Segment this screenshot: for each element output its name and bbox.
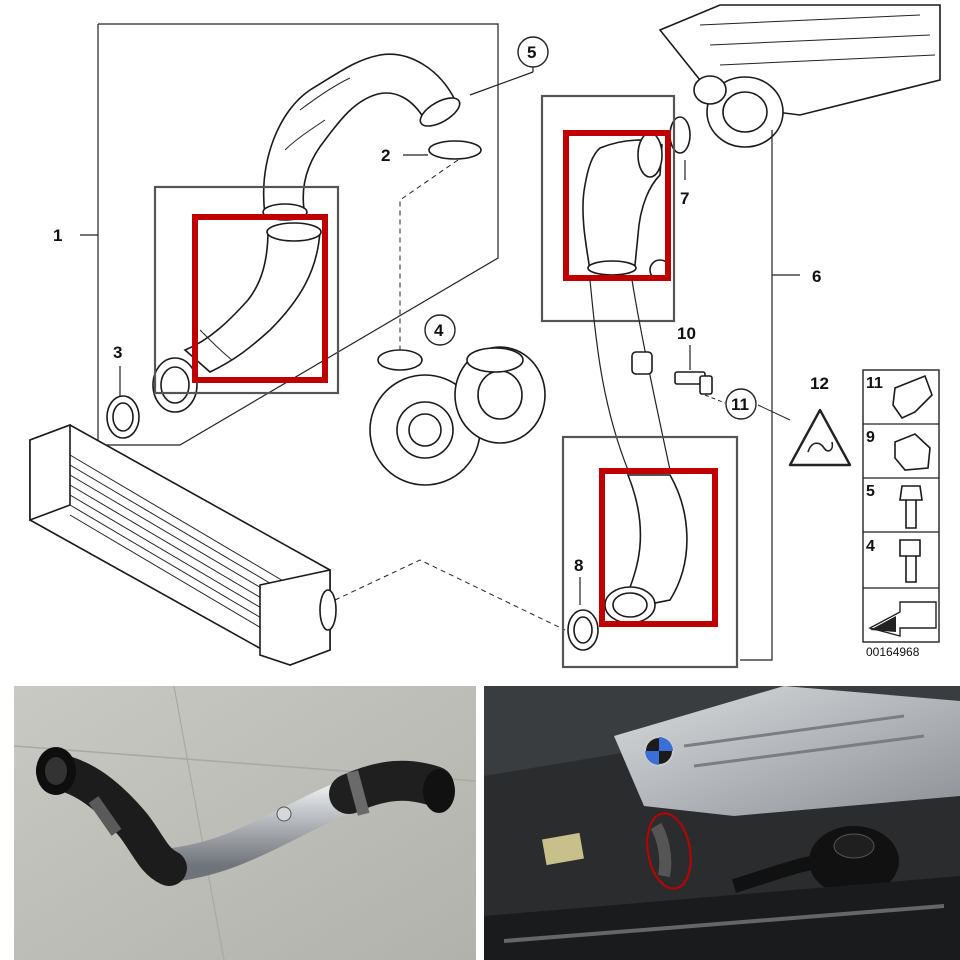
- callout-box-hose-6-lower: [561, 435, 739, 669]
- legend-row-9: 9: [866, 429, 875, 446]
- legend-row-5: 5: [866, 483, 875, 500]
- turbocharger-4: [369, 346, 546, 486]
- highlight-box-hose-6-upper: [563, 130, 671, 281]
- callout-box-hose-6-upper: [540, 94, 676, 323]
- charge-pipe-upper: [262, 53, 461, 221]
- highlight-box-hose-6-lower: [599, 468, 718, 627]
- bolt-5-icon: [899, 485, 923, 529]
- callout-8: 8: [574, 556, 583, 575]
- engine-bay-photo: [484, 686, 960, 960]
- drawing-number: 00164968: [866, 645, 920, 659]
- charge-pipe-lower: [152, 222, 322, 413]
- intercooler: [29, 423, 337, 666]
- callout-7: 7: [680, 189, 689, 208]
- callout-6: 6: [812, 267, 821, 286]
- legend-row-11: 11: [866, 375, 883, 392]
- hose-6-lower: [604, 474, 688, 624]
- clamp-icon: [894, 433, 931, 471]
- highlight-box-hose-1: [192, 214, 328, 383]
- legend-row-4: 4: [866, 538, 875, 555]
- hose-part-photo: [14, 686, 476, 960]
- callout-circle-11: [725, 388, 757, 420]
- parts-diagram: 11 9 5 4 00164968 1 2 3 4 5 6 7 8 10 11 …: [29, 4, 941, 669]
- callout-10: 10: [677, 324, 696, 343]
- bolt-4-icon: [899, 539, 921, 583]
- engine-manifold: [658, 4, 941, 148]
- clip-icon: [892, 374, 933, 420]
- seal-2: [428, 140, 482, 160]
- parts-legend: 11 9 5 4: [862, 369, 940, 643]
- hose-6-upper: [582, 132, 671, 281]
- callout-4: 4: [434, 321, 444, 340]
- callout-12: 12: [810, 374, 829, 393]
- callout-2: 2: [381, 146, 390, 165]
- callout-1: 1: [53, 226, 62, 245]
- warning-triangle-12: [788, 408, 852, 467]
- callout-box-hose-1: [153, 185, 340, 395]
- callout-3: 3: [113, 343, 122, 362]
- pressure-sensor-10: [631, 345, 713, 395]
- callout-11: 11: [731, 395, 749, 414]
- assembly-frame-6: [740, 130, 773, 661]
- callout-circle-4: [424, 314, 456, 346]
- callout-5: 5: [527, 43, 536, 62]
